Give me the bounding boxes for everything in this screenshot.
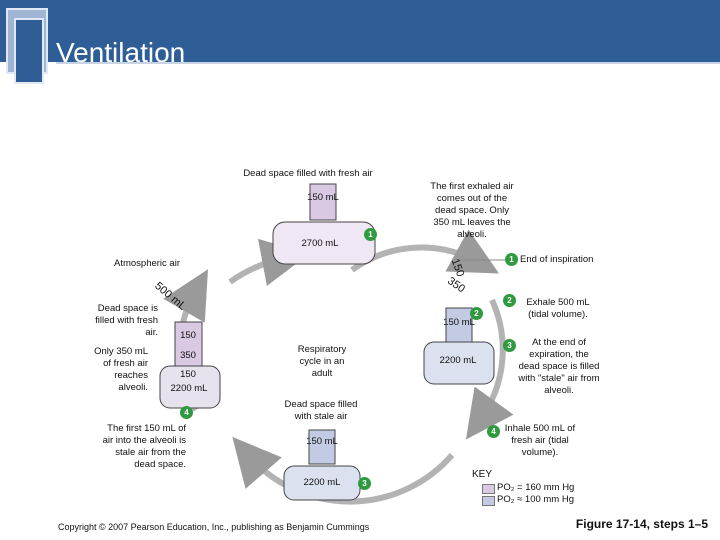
left-vol-150: 150 — [180, 330, 196, 341]
step-1-badge: 1 — [505, 253, 518, 266]
bottom-alveoli — [283, 465, 361, 501]
figure-caption: Figure 17-14, steps 1–5 — [575, 517, 708, 531]
step-4-badge: 4 — [487, 425, 500, 438]
left-step-badge: 4 — [180, 406, 193, 419]
key-fresh-label: PO₂ = 160 mm Hg — [497, 482, 575, 493]
left-dead-space — [174, 321, 203, 367]
top-caption: Dead space filled with fresh air — [243, 168, 373, 179]
only-350-note: Only 350 mL of fresh air reaches alveoli… — [94, 346, 148, 393]
step-2-badge: 2 — [503, 294, 516, 307]
key-stale-label: PO₂ ≈ 100 mm Hg — [497, 494, 575, 505]
left-alveoli — [159, 365, 221, 409]
bottom-alveoli-label: 2200 mL — [303, 477, 341, 488]
right-alveoli-label: 2200 mL — [439, 355, 477, 366]
dead-space-note: Dead space is filled with fresh air. — [95, 303, 158, 338]
right-dead-space — [445, 307, 473, 343]
left-vol-350: 350 — [180, 350, 196, 361]
arc-right — [465, 298, 514, 440]
exhale-note: The first exhaled air comes out of the d… — [430, 181, 514, 240]
arc-bottom — [232, 436, 455, 505]
bottom-caption: Dead space filled with stale air — [284, 399, 358, 422]
step-2-text: Exhale 500 mL (tidal volume). — [526, 297, 590, 320]
top-dead-space-label: 150 mL — [307, 192, 339, 203]
step-3-text: At the end of expiration, the dead space… — [518, 337, 600, 396]
header-bar — [0, 0, 720, 62]
top-alveoli-label: 2700 mL — [301, 238, 339, 249]
key-fresh-swatch — [482, 484, 495, 494]
first-150-note: The first 150 mL of air into the alveoli… — [102, 423, 186, 470]
bottom-dead-space-label: 150 mL — [306, 436, 338, 447]
cycle-label: Respiratory cycle in an adult — [297, 344, 347, 379]
step-4-text: Inhale 500 mL of fresh air (tidal volume… — [504, 423, 576, 458]
bottom-step-badge: 3 — [358, 477, 371, 490]
atmospheric-label: Atmospheric air — [114, 258, 180, 269]
right-alveoli — [423, 341, 495, 385]
right-dead-space-label: 150 mL — [443, 317, 475, 328]
key-stale-swatch — [482, 496, 495, 506]
right-step-badge: 2 — [470, 307, 483, 320]
left-vol-150b: 150 — [180, 369, 196, 380]
left-alveoli-label: 2200 mL — [170, 383, 208, 394]
copyright: Copyright © 2007 Pearson Education, Inc.… — [58, 522, 370, 532]
bottom-dead-space — [308, 429, 336, 465]
header-divider — [56, 62, 720, 64]
step-3-badge: 3 — [503, 339, 516, 352]
header-decoration-inner — [14, 18, 44, 84]
top-dead-space — [309, 183, 337, 221]
step-1-text: End of inspiration — [520, 254, 594, 265]
key-title: KEY — [472, 469, 493, 480]
top-step-badge: 1 — [364, 228, 377, 241]
